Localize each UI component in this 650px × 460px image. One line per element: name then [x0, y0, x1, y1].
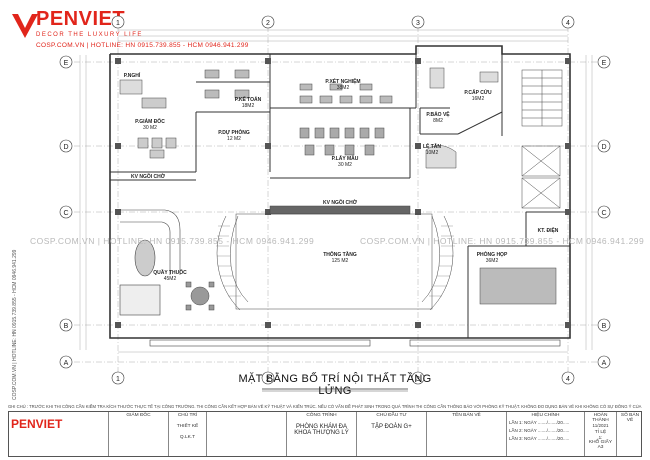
tb-revision-2: LẦN 2: NGÀY ......./......./20.....	[509, 428, 570, 433]
tb-names-cell	[207, 412, 287, 456]
room-quay-thuoc: QUẦY THUỐC	[153, 269, 187, 276]
brand-name: PENVIET	[36, 8, 126, 30]
tb-project-cell: CÔNG TRÌNH PHÒNG KHÁM ĐA KHOA THƯỢNG LÝ	[287, 412, 357, 456]
tb-so-ban-ve: SỐ BẢN VẼ	[620, 413, 640, 423]
axis-row-d-right: D	[601, 144, 606, 151]
axis-row-c-right: C	[601, 210, 606, 217]
room-kv-ngoi-cho-left: KV NGỒI CHỜ	[131, 172, 166, 180]
title-block: PENVIET GIÁM ĐỐC CHỦ TRÌ THIẾT KẾ Q.LK.T…	[8, 411, 642, 457]
tb-giam-doc: GIÁM ĐỐC	[126, 413, 151, 418]
axis-row-d-left: D	[63, 144, 68, 151]
tb-chu-tri: CHỦ TRÌ	[177, 413, 198, 418]
tb-thiet-ke: THIẾT KẾ	[176, 424, 199, 429]
room-le-tan-area: 10M2	[426, 150, 439, 156]
axis-col-2-top: 2	[266, 20, 270, 27]
room-le-tan: LỄ TÂN	[423, 143, 441, 150]
title-underline	[262, 388, 408, 392]
axis-col-3-top: 3	[416, 20, 420, 27]
axis-col-4-top: 4	[566, 20, 570, 27]
room-ke-toan-area: 18M2	[242, 103, 255, 109]
tb-ten-ban-ve: TÊN BẢN VẼ	[452, 413, 481, 418]
tb-revisions-cell: HIỆU CHỈNH LẦN 1: NGÀY ......./......./2…	[507, 412, 585, 456]
brand-hotline: COSP.COM.VN | HOTLINE: HN 0915.739.855 -…	[36, 42, 249, 49]
room-xet-nghiem: P.XÉT NGHIỆM	[325, 77, 360, 85]
room-lay-mau: P.LẤY MẪU	[332, 155, 359, 162]
axis-col-3-bottom: 3	[416, 376, 420, 383]
tb-logo-cell: PENVIET	[9, 412, 109, 456]
side-strip: COSP.COM.VN | HOTLINE: HN 0915.739.855 -…	[12, 140, 18, 400]
axis-row-b-right: B	[602, 323, 607, 330]
room-giam-doc-area: 30 M2	[143, 125, 157, 131]
room-bao-ve: P.BẢO VỆ	[426, 110, 450, 118]
drawing-title: MẶT BẰNG BỐ TRÍ NỘI THẤT TẦNG LỬNG	[238, 373, 432, 397]
room-du-phong: P.DỰ PHÒNG	[218, 128, 250, 136]
penviet-v-icon	[12, 14, 38, 38]
room-ke-toan: P.KẾ TOÁN	[235, 96, 262, 103]
tb-drawing-name-cell: TÊN BẢN VẼ	[427, 412, 507, 456]
tb-owner-name: TẬP ĐOÀN G+	[371, 424, 412, 430]
side-strip-text: COSP.COM.VN | HOTLINE: HN 0915.739.855 -…	[12, 249, 18, 400]
axis-col-4-bottom: 4	[566, 376, 570, 383]
tb-scale: 1:	[598, 435, 603, 440]
axis-col-1-top: 1	[116, 20, 120, 27]
axis-col-1-bottom: 1	[116, 376, 120, 383]
room-quay-thuoc-area: 45M2	[164, 276, 177, 282]
tb-sheet-cell: SỐ BẢN VẼ	[617, 412, 643, 456]
room-nghi: P.NGHỈ	[124, 72, 141, 79]
room-du-phong-area: 12 M2	[227, 136, 241, 142]
tb-completion-cell: HOÀN THÀNH 11/2021 TỈ LỆ 1: KHỔ GIẤY A3	[585, 412, 617, 456]
tb-ty-le: TỈ LỆ	[594, 430, 607, 435]
watermark-left: COSP.COM.VN | HOTLINE: HN 0915.739.855 -…	[30, 236, 315, 246]
axis-row-a-right: A	[602, 360, 607, 367]
brand-tagline: DECOR THE LUXURY LIFE	[36, 32, 143, 38]
room-bao-ve-area: 8M2	[433, 118, 443, 124]
tb-revision-1: LẦN 1: NGÀY ......./......./20.....	[509, 420, 570, 425]
axis-row-b-left: B	[64, 323, 69, 330]
penviet-logo	[8, 6, 168, 46]
axis-col-2-bottom: 2	[266, 376, 270, 383]
axis-row-c-left: C	[63, 210, 68, 217]
room-kv-ngoi-cho-center: KV NGỒI CHỜ	[323, 198, 358, 206]
room-lay-mau-area: 30 M2	[338, 162, 352, 168]
room-kt-dien: KT. ĐIỆN	[538, 226, 559, 234]
tb-director-cell: GIÁM ĐỐC	[109, 412, 169, 456]
tb-chu-dau-tu: CHỦ ĐẦU TƯ	[376, 413, 407, 418]
axis-row-a-left: A	[64, 360, 69, 367]
room-giam-doc: P.GIÁM ĐỐC	[135, 118, 165, 125]
tb-kho-giay: KHỔ GIẤY A3	[588, 440, 613, 450]
axis-row-e-right: E	[602, 60, 607, 67]
watermark-right: COSP.COM.VN | HOTLINE: HN 0915.739.855 -…	[360, 236, 645, 246]
tb-owner-cell: CHỦ ĐẦU TƯ TẬP ĐOÀN G+	[357, 412, 427, 456]
room-phong-hop-area: 36M2	[486, 258, 499, 264]
tb-roles-cell: CHỦ TRÌ THIẾT KẾ Q.LK.T	[169, 412, 207, 456]
room-cap-cuu: P.CẤP CỨU	[464, 89, 492, 96]
room-thong-tang-area: 125 M2	[332, 258, 349, 264]
tb-hieu-chinh: HIỆU CHỈNH	[531, 413, 560, 418]
room-xet-nghiem-area: 38M2	[337, 85, 350, 91]
general-notes: GHI CHÚ : TRƯỚC KHI THI CÔNG CẦN KIỂM TR…	[8, 404, 642, 409]
room-cap-cuu-area: 16M2	[472, 96, 485, 102]
tb-hoan-thanh: HOÀN THÀNH	[592, 413, 609, 423]
axis-row-e-left: E	[64, 60, 69, 67]
tb-company: PENVIET	[11, 417, 63, 431]
room-phong-hop: PHÒNG HỌP	[477, 250, 508, 258]
tb-project-name: PHÒNG KHÁM ĐA KHOA THƯỢNG LÝ	[294, 424, 349, 436]
tb-revision-3: LẦN 3: NGÀY ......./......./20.....	[509, 436, 570, 441]
room-thong-tang: THÔNG TẦNG	[323, 250, 357, 258]
tb-date: 11/2021	[592, 423, 609, 428]
tb-cong-trinh: CÔNG TRÌNH	[306, 413, 337, 418]
tb-qlkt: Q.LK.T	[179, 435, 196, 440]
